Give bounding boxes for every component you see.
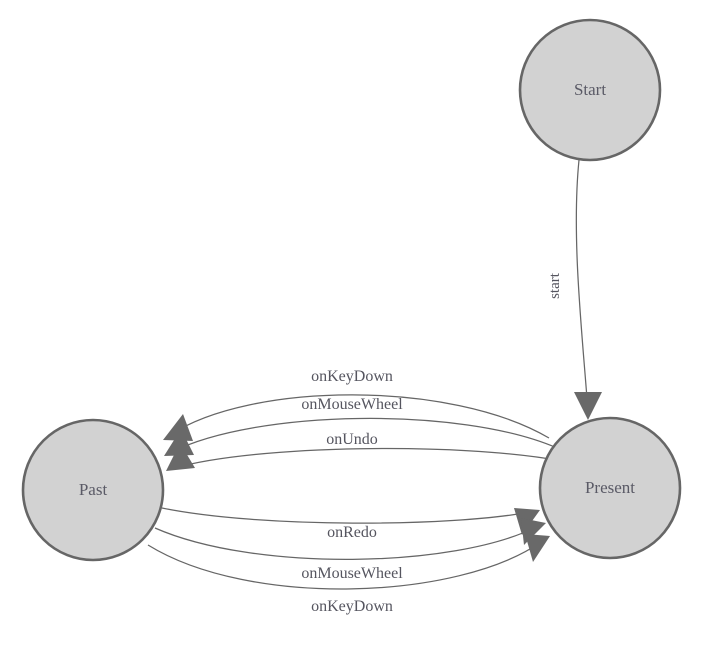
edge-e-present-past-3[interactable]: [166, 443, 563, 471]
edge-arrowhead-icon: [574, 392, 602, 420]
edges-layer: [147, 159, 602, 590]
node-circle-present[interactable]: [538, 416, 682, 560]
edge-line: [161, 507, 531, 524]
node-label-past: Past: [79, 480, 108, 499]
edge-label-e-past-present-1: onRedo: [327, 524, 377, 541]
node-present[interactable]: Present: [538, 416, 682, 560]
edge-line: [169, 394, 550, 439]
edge-e-start-present[interactable]: [574, 159, 602, 420]
edge-labels-layer: start onKeyDown onMouseWheel onUndo onRedo on…: [301, 272, 563, 615]
node-circle-past[interactable]: [21, 418, 165, 562]
edge-arrowhead-icon: [525, 534, 550, 562]
node-start[interactable]: Start: [518, 18, 662, 162]
edge-line: [171, 417, 558, 453]
node-circle-start[interactable]: [518, 18, 662, 162]
edge-line: [154, 526, 537, 561]
edge-arrowhead-icon: [164, 429, 194, 456]
edge-label-e-past-present-3: onKeyDown: [311, 598, 393, 615]
edge-label-e-past-present-2: onMouseWheel: [301, 565, 403, 582]
edge-label-e-present-past-1: onKeyDown: [311, 368, 393, 385]
edge-e-present-past-1[interactable]: [163, 394, 550, 441]
node-label-start: Start: [574, 80, 606, 99]
edge-arrowhead-icon: [166, 443, 195, 471]
node-label-present: Present: [585, 478, 635, 497]
edge-e-past-present-3[interactable]: [147, 534, 550, 590]
edge-label-e-present-past-3: onUndo: [326, 431, 378, 448]
edge-arrowhead-icon: [163, 414, 193, 441]
edge-label-e-start-present: start: [547, 272, 563, 299]
edge-line: [174, 447, 563, 469]
node-past[interactable]: Past: [21, 418, 165, 562]
edge-line: [575, 159, 589, 413]
edge-e-present-past-2[interactable]: [164, 417, 558, 456]
edge-line: [147, 541, 542, 590]
edge-label-e-present-past-2: onMouseWheel: [301, 396, 403, 413]
